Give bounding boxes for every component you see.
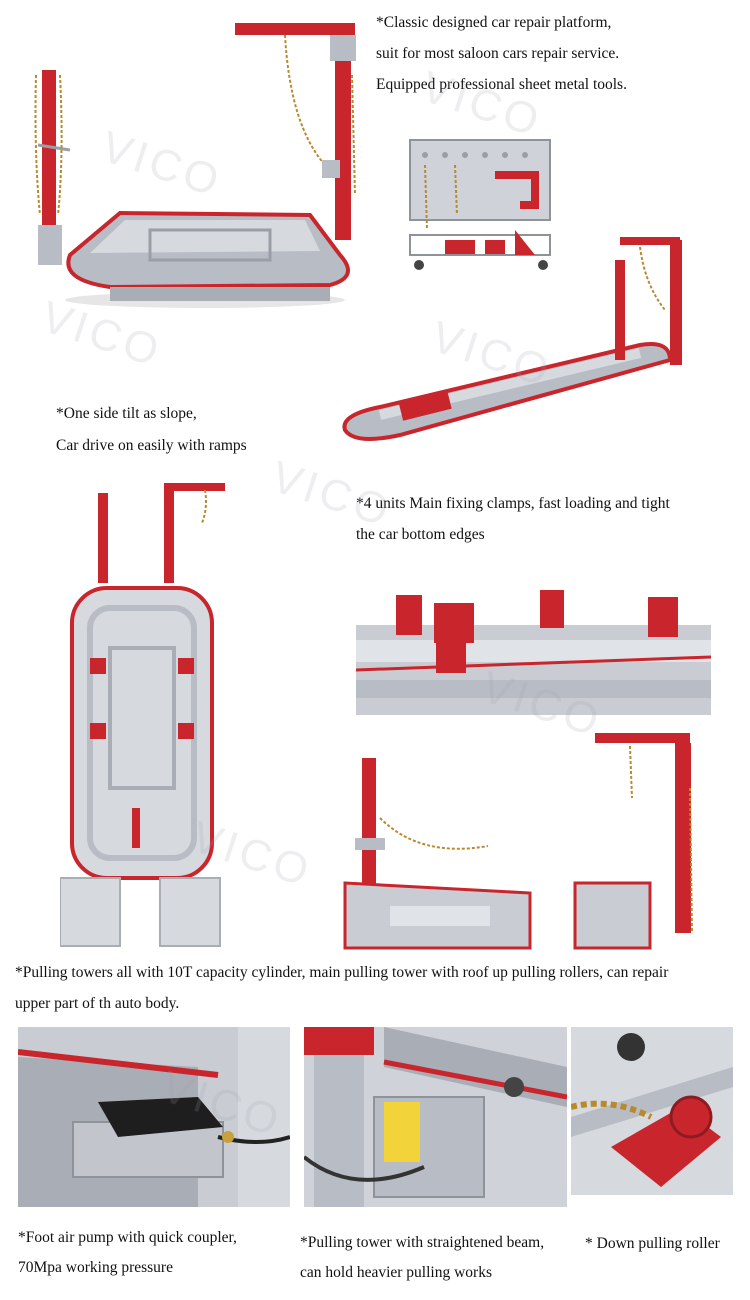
top-view-platform-image bbox=[60, 478, 225, 950]
caption-pump-line2: 70Mpa working pressure bbox=[18, 1259, 173, 1276]
tilted-platform-image bbox=[340, 235, 685, 445]
caption-towers-line2: upper part of th auto body. bbox=[15, 995, 180, 1012]
tool-cart-image bbox=[405, 135, 560, 275]
pulling-towers-image bbox=[340, 728, 710, 953]
down-pulling-roller-image bbox=[571, 1027, 733, 1195]
straightened-beam-tower-image bbox=[304, 1027, 567, 1207]
caption-beam-line2: can hold heavier pulling works bbox=[300, 1264, 492, 1281]
caption-pump-line1: *Foot air pump with quick coupler, bbox=[18, 1229, 237, 1246]
caption-platform-line2: suit for most saloon cars repair service… bbox=[376, 45, 620, 62]
caption-tilt-line2: Car drive on easily with ramps bbox=[56, 437, 247, 454]
caption-roller-line1: * Down pulling roller bbox=[585, 1235, 720, 1252]
caption-platform-line3: Equipped professional sheet metal tools. bbox=[376, 76, 627, 93]
caption-beam-line1: *Pulling tower with straightened beam, bbox=[300, 1234, 545, 1251]
caption-towers-line1: *Pulling towers all with 10T capacity cy… bbox=[15, 964, 669, 981]
caption-platform-line1: *Classic designed car repair platform, bbox=[376, 14, 612, 31]
caption-clamps-line1: *4 units Main fixing clamps, fast loadin… bbox=[356, 495, 670, 512]
main-clamps-image bbox=[356, 585, 711, 725]
main-platform-image bbox=[30, 15, 365, 310]
foot-air-pump-image bbox=[18, 1027, 290, 1207]
caption-clamps-line2: the car bottom edges bbox=[356, 526, 485, 543]
caption-tilt-line1: *One side tilt as slope, bbox=[56, 405, 197, 422]
